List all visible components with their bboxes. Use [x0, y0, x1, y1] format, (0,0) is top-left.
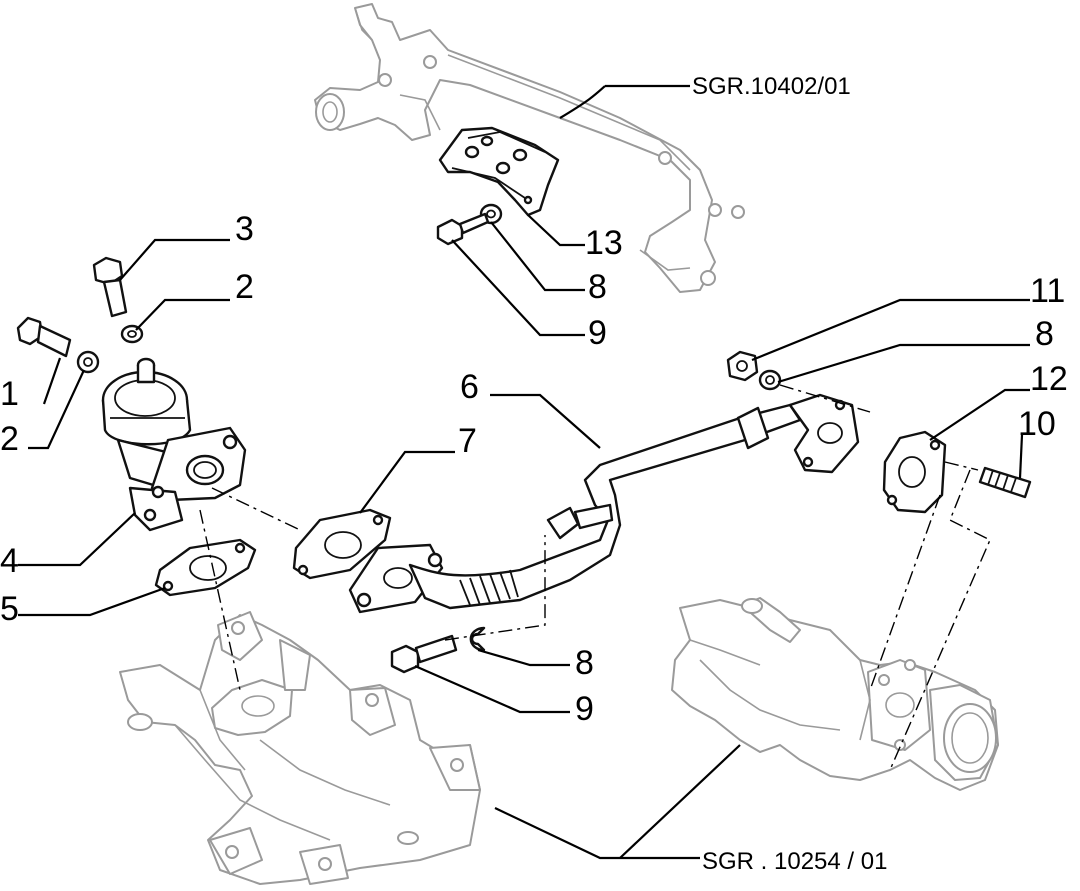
callout-8-right: 8	[1035, 315, 1054, 353]
bolt-part-1	[16, 316, 72, 358]
callout-7: 7	[458, 422, 477, 460]
callout-8-lower: 8	[575, 644, 594, 682]
stud-part-10	[978, 466, 1032, 499]
gasket-part-12	[882, 430, 947, 514]
egr-pipe-part-6	[348, 393, 860, 614]
callout-10: 10	[1018, 405, 1056, 443]
callout-13: 13	[585, 224, 623, 262]
assembly-center-lines	[199, 384, 991, 771]
callout-11: 11	[1030, 272, 1065, 310]
callout-4: 4	[0, 542, 19, 580]
ghost-coolant-pipe-assembly	[314, 3, 745, 293]
washer-part-8-lower	[469, 626, 486, 652]
callout-6: 6	[460, 368, 479, 406]
heat-shield-part-13	[438, 126, 560, 217]
callout-9-top: 9	[588, 314, 607, 352]
washer-part-2-lower	[76, 350, 100, 374]
egr-valve-part-4	[101, 357, 247, 532]
callout-1: 1	[0, 375, 19, 413]
nut-part-11	[726, 350, 759, 382]
callout-2-lower: 2	[0, 420, 19, 458]
ghost-exhaust-manifold-right	[671, 597, 999, 791]
callout-3: 3	[235, 210, 254, 248]
bolt-part-3	[92, 256, 128, 318]
callout-5: 5	[0, 590, 19, 628]
reference-label-upper: SGR.10402/01	[692, 73, 851, 100]
bolt-part-9-lower	[390, 634, 458, 674]
gasket-part-5	[154, 538, 257, 597]
callout-leader-lines	[18, 84, 1030, 860]
callout-2-top: 2	[235, 268, 254, 306]
gasket-part-7	[292, 508, 392, 580]
callout-8-top: 8	[588, 268, 607, 306]
ghost-exhaust-manifold-left	[119, 611, 481, 885]
callout-9-lower: 9	[575, 690, 594, 728]
callout-12: 12	[1030, 360, 1068, 398]
reference-label-lower: SGR . 10254 / 01	[702, 848, 887, 875]
bolt-part-9-top	[436, 212, 490, 246]
washer-part-8-right	[758, 369, 782, 391]
